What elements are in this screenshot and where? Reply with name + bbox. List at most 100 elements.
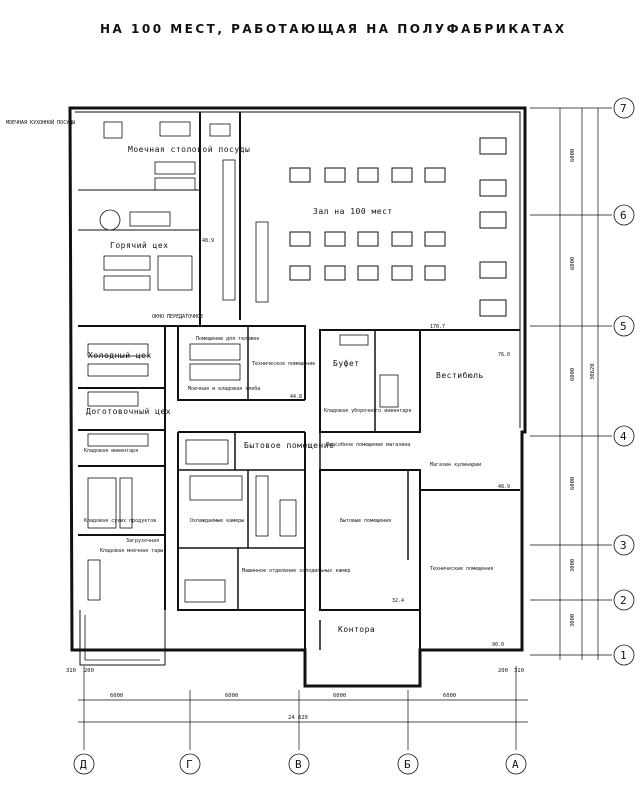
axis-bubble bbox=[397, 753, 419, 775]
axis-bubble bbox=[73, 753, 95, 775]
table bbox=[424, 167, 446, 183]
equipment bbox=[87, 433, 149, 447]
wall bbox=[319, 469, 421, 611]
wall bbox=[177, 326, 305, 401]
axis-bubble bbox=[505, 753, 527, 775]
dim-value: 6000 bbox=[225, 693, 238, 699]
table bbox=[289, 265, 311, 281]
axis-label: 5 bbox=[620, 320, 627, 333]
table bbox=[357, 231, 379, 247]
area-value: 48.9 bbox=[202, 238, 214, 244]
axis-bubble bbox=[613, 589, 635, 611]
table bbox=[289, 231, 311, 247]
label-tech-room-2: Технические помещения bbox=[430, 566, 493, 572]
table bbox=[479, 299, 507, 317]
area-value: 90.0 bbox=[492, 642, 504, 648]
table bbox=[391, 231, 413, 247]
axis-bubble bbox=[613, 204, 635, 226]
dim-value: 6000 bbox=[110, 693, 123, 699]
wall bbox=[84, 615, 160, 661]
axis-label: Б bbox=[404, 758, 411, 771]
label-bread-room: Моечная и кладовая хлеба bbox=[188, 385, 260, 392]
equipment bbox=[379, 374, 399, 408]
equipment bbox=[157, 255, 193, 291]
label-shop-culinary: Магазин кулинарии bbox=[430, 462, 481, 468]
label-office: Контора bbox=[338, 625, 375, 634]
dim-total: 30620 bbox=[590, 363, 596, 380]
equipment bbox=[222, 159, 236, 301]
table bbox=[324, 167, 346, 183]
equipment bbox=[255, 475, 269, 537]
dim-edge: 310 bbox=[66, 668, 76, 674]
axis-bubble bbox=[613, 315, 635, 337]
label-vestibule: Вестибюль bbox=[436, 370, 484, 380]
equipment bbox=[103, 255, 151, 271]
plan-title: НА 100 МЕСТ, РАБОТАЮЩАЯ НА ПОЛУФАБРИКАТА… bbox=[100, 22, 567, 36]
equipment bbox=[99, 209, 121, 231]
table bbox=[289, 167, 311, 183]
label-inventory-pantry: Кладовая инвентаря bbox=[84, 448, 138, 454]
dim-value: 6000 bbox=[443, 693, 456, 699]
table bbox=[479, 211, 507, 229]
equipment bbox=[154, 161, 196, 175]
label-hot-shop: Горячий цех bbox=[110, 241, 168, 250]
equipment bbox=[87, 391, 139, 407]
equipment bbox=[103, 275, 151, 291]
axis-bubble bbox=[613, 425, 635, 447]
area-value: 32.4 bbox=[392, 598, 404, 604]
wall bbox=[319, 432, 420, 471]
table bbox=[324, 231, 346, 247]
label-tech-room-1: Техническое помещение bbox=[252, 361, 315, 367]
outer-wall-inner bbox=[75, 111, 521, 428]
svg-text:МОЕЧНАЯ КУХОННОЙ ПОСУДЫ: МОЕЧНАЯ КУХОННОЙ ПОСУДЫ bbox=[6, 119, 75, 126]
axis-label: А bbox=[512, 758, 519, 771]
area-value: 44.8 bbox=[290, 394, 302, 400]
table bbox=[479, 137, 507, 155]
equipment bbox=[129, 211, 171, 227]
equipment bbox=[87, 477, 117, 529]
equipment bbox=[87, 363, 149, 377]
dim-value: 6000 bbox=[570, 149, 576, 162]
label-buffet: Буфет bbox=[333, 359, 360, 368]
label-kitchen-wash: МОЕЧНАЯ КУХОННОЙ ПОСУДЫ bbox=[6, 119, 75, 126]
axis-bubble bbox=[613, 97, 635, 119]
wall bbox=[319, 329, 421, 433]
label-chambers: Охлаждаемые камеры bbox=[190, 518, 244, 524]
equipment bbox=[184, 579, 226, 603]
dim-value: 3000 bbox=[570, 559, 576, 572]
equipment bbox=[279, 499, 297, 537]
table bbox=[357, 167, 379, 183]
table bbox=[357, 265, 379, 281]
label-dish-wash: Моечная столовой посуды bbox=[128, 145, 250, 154]
dim-value: 6000 bbox=[570, 477, 576, 490]
equipment bbox=[339, 334, 369, 346]
wall bbox=[234, 432, 305, 471]
axis-label: 3 bbox=[620, 539, 627, 552]
equipment bbox=[87, 343, 149, 357]
dim-value: 3000 bbox=[570, 614, 576, 627]
table bbox=[391, 167, 413, 183]
axis-label: Д bbox=[80, 758, 87, 771]
label-domestic: Бытовые помещения bbox=[340, 518, 391, 524]
axis-label: В bbox=[295, 758, 302, 771]
area-value: 48.9 bbox=[498, 484, 510, 490]
equipment bbox=[154, 177, 196, 191]
dim-edge: 200 bbox=[84, 668, 94, 674]
equipment bbox=[159, 121, 191, 137]
label-dry-pantry: Кладовая сухих продуктов bbox=[84, 518, 156, 524]
label-cart-room: Помещение для тележек bbox=[196, 336, 259, 342]
dim-value: 6000 bbox=[570, 257, 576, 270]
area-value: 76.0 bbox=[498, 352, 510, 358]
wall bbox=[178, 325, 306, 400]
wall bbox=[177, 432, 305, 611]
equipment bbox=[189, 475, 243, 501]
label-cleaning-pantry: Кладовая уборочного инвентаря bbox=[324, 407, 411, 414]
equipment bbox=[103, 121, 123, 139]
equipment bbox=[87, 559, 101, 601]
dim-edge: 310 bbox=[514, 668, 524, 674]
label-loading: Загрузочная bbox=[126, 538, 159, 544]
label-cold-shop: Холодный цех bbox=[88, 351, 152, 360]
axis-label: 4 bbox=[620, 430, 627, 443]
